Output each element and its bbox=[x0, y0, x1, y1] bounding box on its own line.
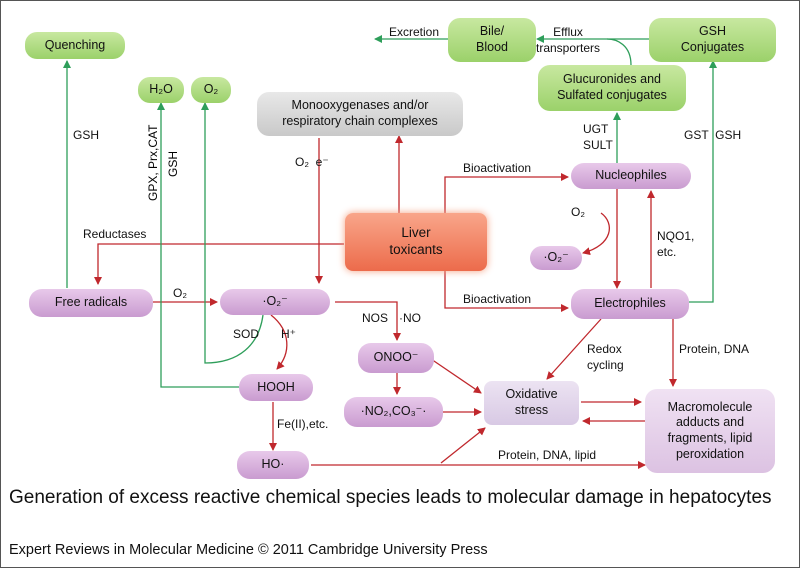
node-electrophiles: Electrophiles bbox=[571, 289, 689, 319]
arrow-nucleophiles-superoxide bbox=[582, 212, 610, 256]
node-oxidative-stress: Oxidative stress bbox=[484, 381, 579, 425]
node-o2: O₂ bbox=[191, 77, 231, 103]
arrow-bioactivation-electrophiles bbox=[444, 271, 569, 312]
label-no: ·NO bbox=[399, 311, 421, 325]
node-oonoo: ONOO⁻ bbox=[358, 343, 434, 373]
arrow-electrophiles-oxidative bbox=[546, 318, 602, 380]
label-ugt: UGT SULT bbox=[583, 122, 613, 152]
arrow-glucuronides-bile bbox=[606, 38, 632, 66]
node-bile-blood: Bile/ Blood bbox=[448, 18, 536, 62]
label-bioactivation-top: Bioactivation bbox=[463, 161, 532, 175]
label-gpx: GPX, Prx,CAT bbox=[146, 124, 160, 201]
label-o2-nuc: O₂ bbox=[571, 205, 585, 219]
arrow-electrophiles-gsh bbox=[689, 60, 717, 303]
label-nos: NOS bbox=[362, 311, 389, 325]
label-gsh-h2o: GSH bbox=[166, 150, 180, 177]
node-no2-co3: ·NO₂,CO₃⁻· bbox=[344, 397, 443, 427]
node-superoxide: ·O₂⁻ bbox=[220, 289, 330, 315]
label-gsh-quench: GSH bbox=[73, 128, 100, 142]
arrow-bioactivation-nucleophiles bbox=[444, 173, 569, 213]
node-liver-toxicants: Liver toxicants bbox=[345, 213, 487, 271]
figure-caption: Generation of excess reactive chemical s… bbox=[9, 487, 772, 508]
arrow-ho-oxidative bbox=[440, 427, 486, 464]
label-excretion: Excretion bbox=[389, 25, 440, 39]
node-macromolecule: Macromolecule adducts and fragments, lip… bbox=[645, 389, 775, 473]
label-efflux: Efflux transporters bbox=[536, 25, 601, 55]
node-ho: HO· bbox=[237, 451, 309, 479]
label-o2-fr: O₂ bbox=[173, 286, 187, 300]
label-hplus: H⁺ bbox=[281, 327, 296, 341]
node-quenching: Quenching bbox=[25, 32, 125, 59]
label-redox: Redox cycling bbox=[587, 342, 624, 372]
label-protein-dna-lipid: Protein, DNA, lipid bbox=[498, 448, 597, 462]
label-o2-e: O₂ e⁻ bbox=[295, 155, 329, 169]
arrow-superoxide-hooh bbox=[270, 314, 288, 370]
arrow-hooh-h2o bbox=[157, 102, 239, 388]
node-h2o: H₂O bbox=[138, 77, 184, 103]
label-bioactivation-mid: Bioactivation bbox=[463, 292, 532, 306]
label-protein-dna: Protein, DNA bbox=[679, 342, 750, 356]
arrow-superoxide-oonoo bbox=[335, 301, 401, 341]
node-hooh: HOOH bbox=[239, 374, 313, 401]
label-reductases: Reductases bbox=[83, 227, 147, 241]
node-monooxygenases: Monooxygenases and/or respiratory chain … bbox=[257, 92, 463, 136]
node-nucleophiles: Nucleophiles bbox=[571, 163, 691, 189]
node-superoxide-small: ·O₂⁻ bbox=[530, 246, 582, 270]
node-glucuronides: Glucuronides and Sulfated conjugates bbox=[538, 65, 686, 111]
label-fe: Fe(II),etc. bbox=[277, 417, 329, 431]
arrow-oonoo-oxidative bbox=[430, 358, 482, 394]
pathway-arrows bbox=[63, 35, 717, 469]
figure-credit: Expert Reviews in Molecular Medicine © 2… bbox=[9, 542, 488, 558]
node-gsh-conjugates: GSH Conjugates bbox=[649, 18, 776, 62]
arrow-reductases bbox=[94, 243, 344, 285]
label-sod: SOD bbox=[233, 327, 260, 341]
arrow-superoxide-o2 bbox=[201, 102, 264, 364]
label-gst: GST GSH bbox=[684, 128, 742, 142]
node-free-radicals: Free radicals bbox=[29, 289, 153, 317]
label-nqo1: NQO1, etc. bbox=[657, 229, 695, 259]
